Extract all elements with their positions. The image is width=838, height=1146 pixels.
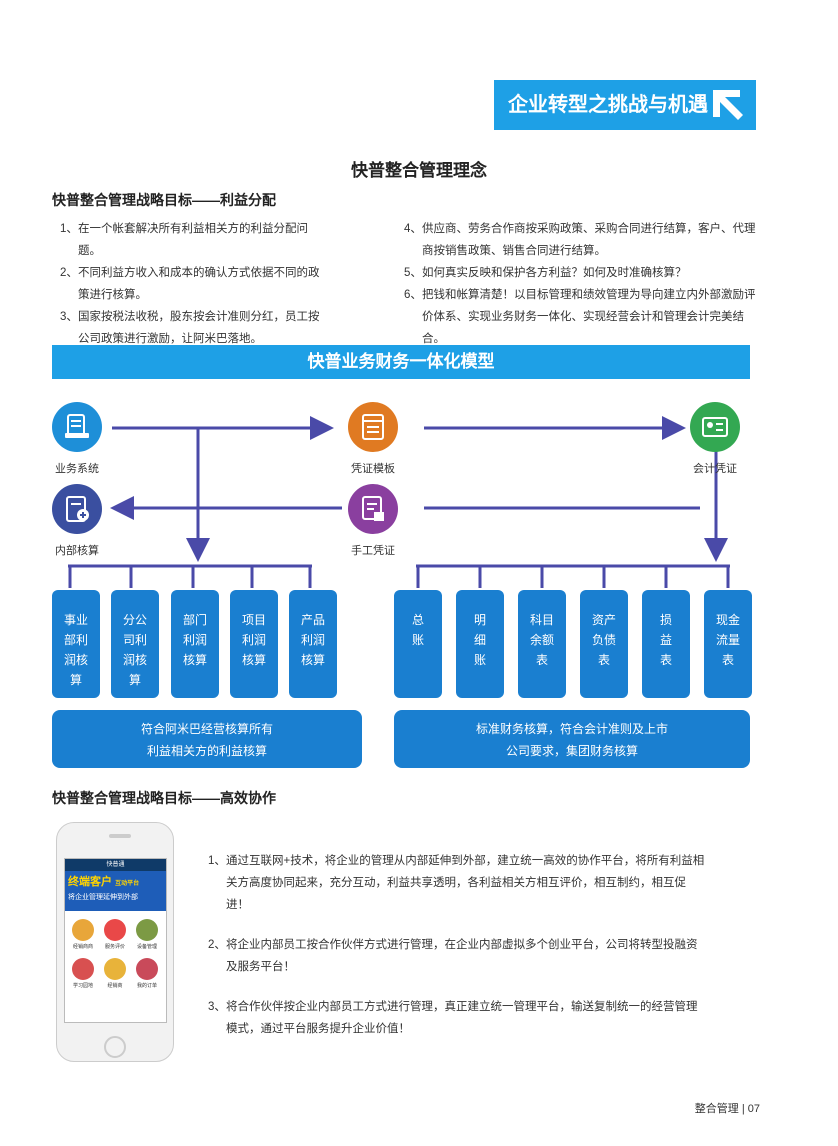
report-box: 资产负债表: [580, 590, 628, 698]
list-item: 4、供应商、劳务合作商按采购政策、采购合同进行结算，客户、代理商按销售政策、销售…: [404, 223, 756, 257]
profit-box: 事业部利润核算: [52, 590, 100, 698]
report-box: 科目余额表: [518, 590, 566, 698]
app-icon: [136, 958, 158, 980]
accounting-voucher-label: 会计凭证: [693, 463, 737, 475]
chapter-banner: 企业转型之挑战与机遇: [494, 80, 756, 130]
profit-list-left: 1、在一个帐套解决所有利益相关方的利益分配问题。 2、不同利益方收入和成本的确认…: [60, 218, 330, 350]
app-icon: [72, 919, 94, 941]
list-item: 2、不同利益方收入和成本的确认方式依据不同的政策进行核算。: [60, 267, 320, 301]
voucher-template-icon: [348, 402, 398, 452]
right-bracket: [416, 564, 730, 588]
profit-list-right: 4、供应商、劳务合作商按采购政策、采购合同进行结算，客户、代理商按销售政策、销售…: [404, 218, 756, 350]
internal-accounting-icon: [52, 484, 102, 534]
collab-list: 1、通过互联网+技术，将企业的管理从内部延伸到外部，建立统一高效的协作平台，将所…: [208, 850, 708, 1058]
profit-box: 分公司利润核算: [111, 590, 159, 698]
phone-screen: 快普通 终端客户 互动平台 将企业管理延伸到外部 经销商商 服务评价 设备管理 …: [64, 858, 167, 1023]
right-summary: 标准财务核算，符合会计准则及上市 公司要求，集团财务核算: [394, 710, 750, 768]
voucher-template-node: [348, 402, 398, 452]
left-summary: 符合阿米巴经营核算所有 利益相关方的利益核算: [52, 710, 362, 768]
report-box: 现金流量表: [704, 590, 752, 698]
phone-speaker: [109, 834, 131, 838]
page-title: 快普整合管理理念: [351, 161, 487, 180]
manual-voucher-node: [348, 484, 398, 534]
list-item: 3、将合作伙伴按企业内部员工方式进行管理，真正建立统一管理平台，输送复制统一的经…: [208, 1001, 698, 1035]
app-tile[interactable]: 经销商商: [67, 919, 99, 950]
app-tile[interactable]: 经销商: [99, 958, 131, 989]
manual-voucher-label: 手工凭证: [351, 545, 395, 557]
model-title-band: 快普业务财务一体化模型: [52, 345, 750, 379]
internal-accounting-label: 内部核算: [55, 545, 99, 557]
flow-connectors: [68, 416, 730, 588]
accounting-voucher-node: [690, 402, 740, 452]
app-icon: [104, 958, 126, 980]
section-title-collab: 快普整合管理战略目标——高效协作: [52, 790, 276, 806]
manual-voucher-icon: [348, 484, 398, 534]
app-title-bar: 快普通: [65, 859, 166, 871]
report-box: 总账: [394, 590, 442, 698]
profit-box: 部门利润核算: [171, 590, 219, 698]
list-item: 3、国家按税法收税，股东按会计准则分红，员工按公司政策进行激励，让阿米巴落地。: [60, 311, 320, 345]
list-item: 1、在一个帐套解决所有利益相关方的利益分配问题。: [60, 223, 308, 257]
app-icon: [136, 919, 158, 941]
arrow-up-left-icon: [713, 90, 743, 120]
voucher-template-label: 凭证模板: [351, 463, 395, 475]
business-system-icon: [52, 402, 102, 452]
business-system-node: [52, 402, 102, 452]
list-item: 1、通过互联网+技术，将企业的管理从内部延伸到外部，建立统一高效的协作平台，将所…: [208, 855, 705, 911]
app-banner: 终端客户 互动平台 将企业管理延伸到外部: [65, 871, 166, 911]
internal-accounting-node: [52, 484, 102, 534]
business-system-label: 业务系统: [55, 463, 99, 475]
report-box: 明细账: [456, 590, 504, 698]
accounting-voucher-icon: [690, 402, 740, 452]
list-item: 2、将企业内部员工按合作伙伴方式进行管理，在企业内部虚拟多个创业平台，公司将转型…: [208, 939, 698, 973]
app-icon: [104, 919, 126, 941]
chapter-banner-title: 企业转型之挑战与机遇: [508, 94, 708, 116]
page-footer: 整合管理 | 07: [694, 1103, 760, 1115]
section-title-profit: 快普整合管理战略目标——利益分配: [52, 192, 276, 208]
app-tile[interactable]: 我的订单: [131, 958, 163, 989]
app-tile[interactable]: 设备管理: [131, 919, 163, 950]
list-item: 6、把钱和帐算清楚！以目标管理和绩效管理为导向建立内外部激励评价体系、实现业务财…: [404, 289, 756, 345]
report-box: 损益表: [642, 590, 690, 698]
app-grid: 经销商商 服务评价 设备管理 学习园地 经销商 我的订单: [65, 911, 166, 989]
profit-box: 项目利润核算: [230, 590, 278, 698]
app-icon: [72, 958, 94, 980]
profit-box: 产品利润核算: [289, 590, 337, 698]
app-tile[interactable]: 学习园地: [67, 958, 99, 989]
left-bracket: [68, 564, 312, 588]
list-item: 5、如何真实反映和保护各方利益？如何及时准确核算？: [404, 267, 687, 279]
phone-home-button: [104, 1036, 126, 1058]
app-tile[interactable]: 服务评价: [99, 919, 131, 950]
